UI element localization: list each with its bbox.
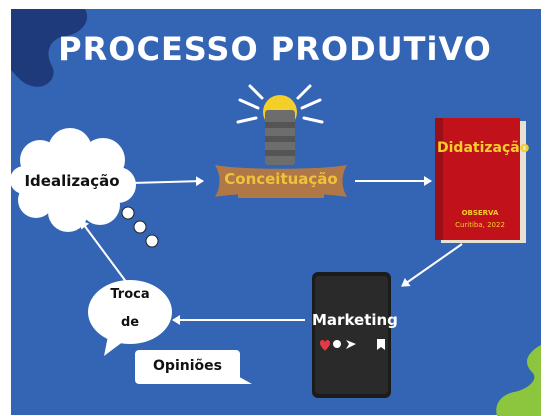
anvil-base [238,190,324,198]
node-idealizacao-label: Idealização [24,172,120,190]
smartphone-icon [312,272,391,398]
anvil-shape [215,165,347,197]
node-conceituacao-label: Conceituação [224,170,338,188]
node-feedback-line2: de [120,315,140,330]
node-marketing-label: Marketing [312,311,398,329]
book-icon [435,118,526,243]
light-bulb-icon [236,84,324,165]
speech-bubble-icon [88,280,172,356]
arrow-feedback-to-idealizacao [80,220,128,284]
diagram-title: PROCESSO PRODUTiVO [58,30,492,68]
book-place-year: Curitiba, 2022 [455,221,505,229]
speech-bubble-rect [135,350,252,384]
book-publisher: OBSERVA [461,209,499,217]
send-icon [346,340,356,349]
node-feedback-line1: Troca [110,287,150,302]
corner-blob-top-left [11,9,88,87]
corner-blob-bottom-right [496,345,541,416]
bookmark-icon [377,339,385,350]
node-feedback-line3: Opiniões [153,358,222,374]
comment-icon [333,340,341,348]
heart-icon [320,340,330,351]
node-didatizacao-label: Didatização [437,140,530,156]
arrow-didatizacao-to-marketing [401,243,463,287]
arrow-idealizacao-to-conceituacao [131,176,204,187]
cloud-thought-bubble-icon [10,128,159,248]
